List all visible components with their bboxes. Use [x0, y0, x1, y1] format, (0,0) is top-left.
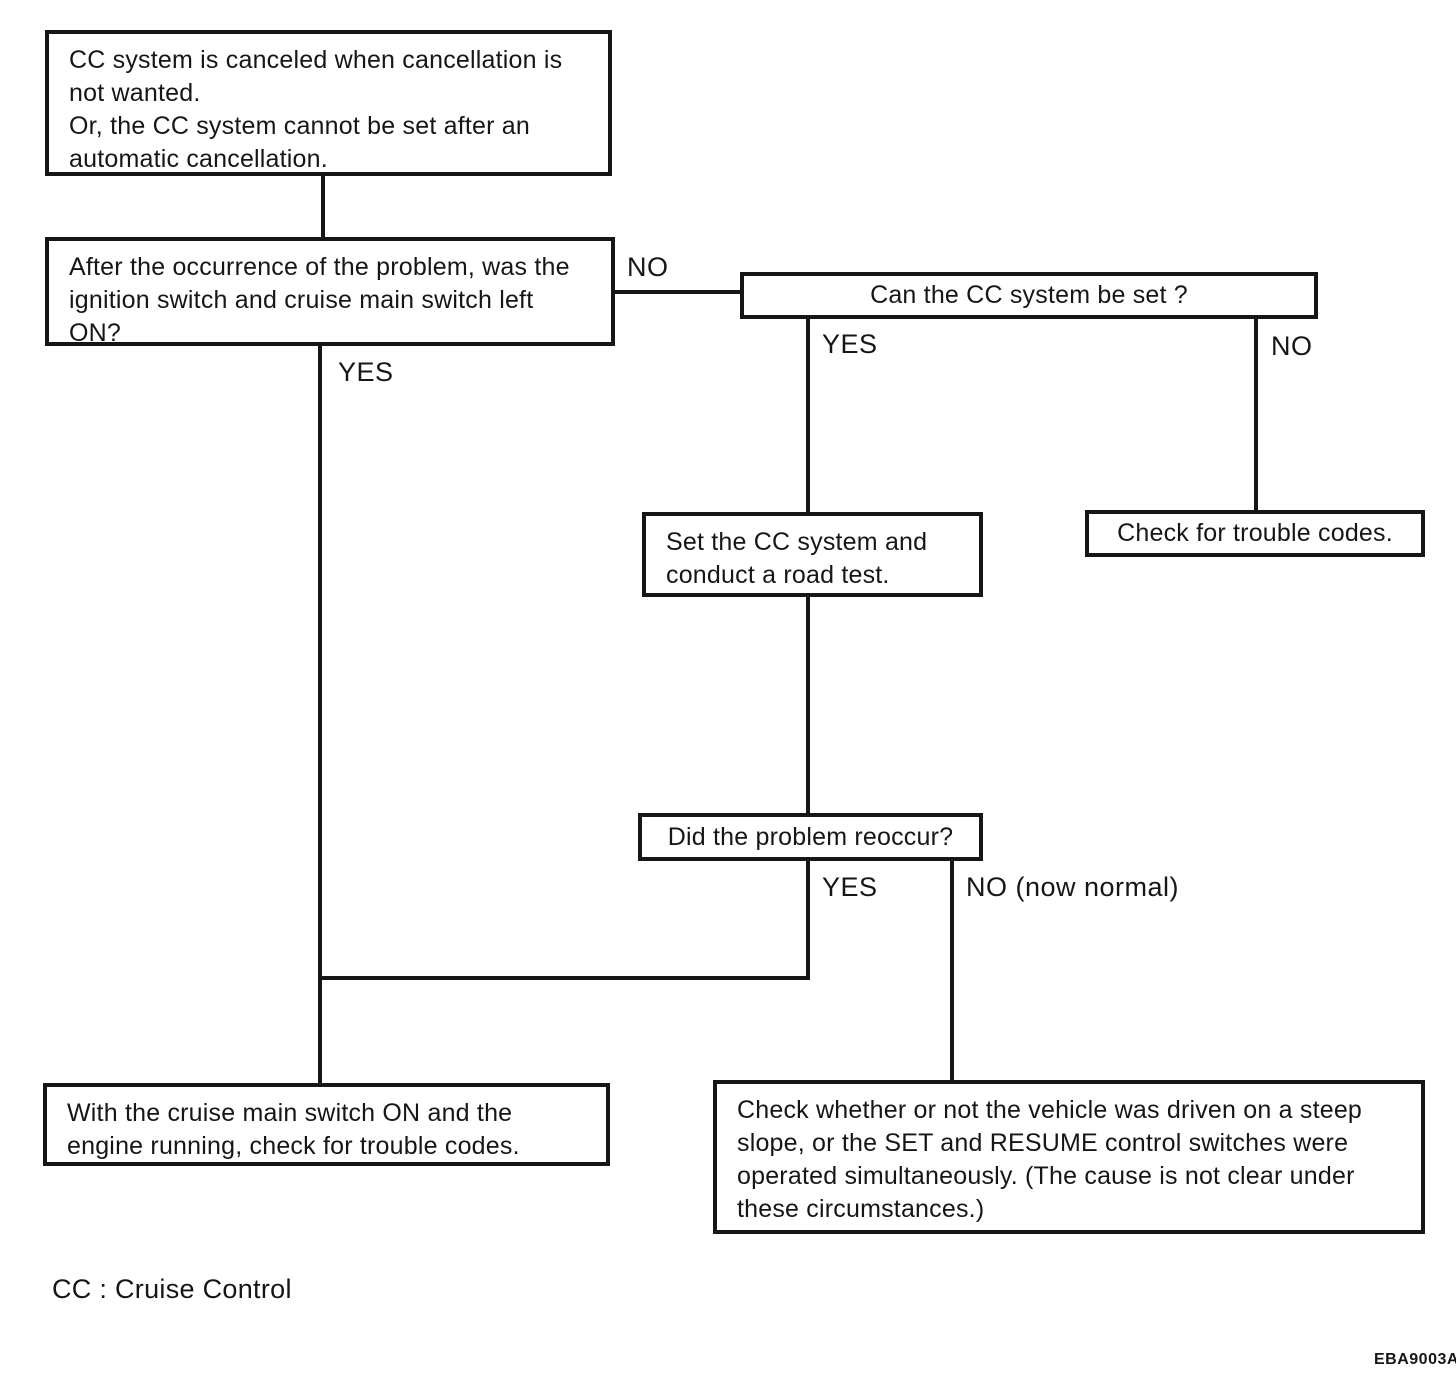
flow-box-can-cc-be-set-question: Can the CC system be set ?: [740, 272, 1318, 319]
connector-canset-yes-down: [806, 317, 810, 512]
branch-label-canset-no: NO: [1271, 331, 1313, 361]
flow-box-main-switch-check-action-text: With the cruise main switch ON and the e…: [67, 1099, 520, 1160]
connector-ignition-no-right: [613, 290, 740, 294]
flow-box-ignition-switch-question: After the occurrence of the problem, was…: [45, 237, 615, 347]
flow-box-problem-reoccur-question-text: Did the problem reoccur?: [667, 822, 954, 851]
flow-box-ignition-switch-question-text: After the occurrence of the problem, was…: [69, 253, 570, 347]
flow-box-check-trouble-codes-action: Check for trouble codes.: [1085, 510, 1425, 557]
flow-box-main-switch-check-action: With the cruise main switch ON and the e…: [43, 1083, 610, 1166]
connector-canset-no-down: [1254, 317, 1258, 510]
flow-box-problem-statement: CC system is canceled when cancellation …: [45, 30, 612, 176]
branch-label-reoccur-yes: YES: [822, 872, 878, 902]
connector-problem-to-ignition: [321, 172, 325, 237]
flow-box-steep-slope-check-action-text: Check whether or not the vehicle was dri…: [737, 1096, 1363, 1223]
connector-reoccur-yes-merge: [318, 976, 810, 980]
connector-roadtest-to-reoccur: [806, 595, 810, 813]
connector-reoccur-yes-down: [806, 859, 810, 980]
branch-label-ignition-no: NO: [627, 252, 669, 282]
figure-reference-code: EBA9003A: [1374, 1351, 1456, 1368]
flow-box-problem-reoccur-question: Did the problem reoccur?: [638, 813, 983, 861]
branch-label-canset-yes: YES: [822, 329, 878, 359]
flow-box-road-test-action-text: Set the CC system and conduct a road tes…: [666, 528, 928, 589]
flow-box-check-trouble-codes-action-text: Check for trouble codes.: [1117, 519, 1393, 547]
flow-box-road-test-action: Set the CC system and conduct a road tes…: [642, 512, 983, 597]
connector-ignition-yes-down: [318, 345, 322, 1083]
legend-cc-definition: CC : Cruise Control: [52, 1274, 292, 1304]
flow-box-steep-slope-check-action: Check whether or not the vehicle was dri…: [713, 1080, 1425, 1234]
connector-reoccur-no-down: [950, 859, 954, 1080]
branch-label-reoccur-no: NO (now normal): [966, 872, 1180, 902]
branch-label-ignition-yes: YES: [338, 357, 394, 387]
flow-box-problem-statement-text: CC system is canceled when cancellation …: [69, 46, 563, 173]
flow-box-can-cc-be-set-question-text: Can the CC system be set ?: [870, 281, 1188, 309]
